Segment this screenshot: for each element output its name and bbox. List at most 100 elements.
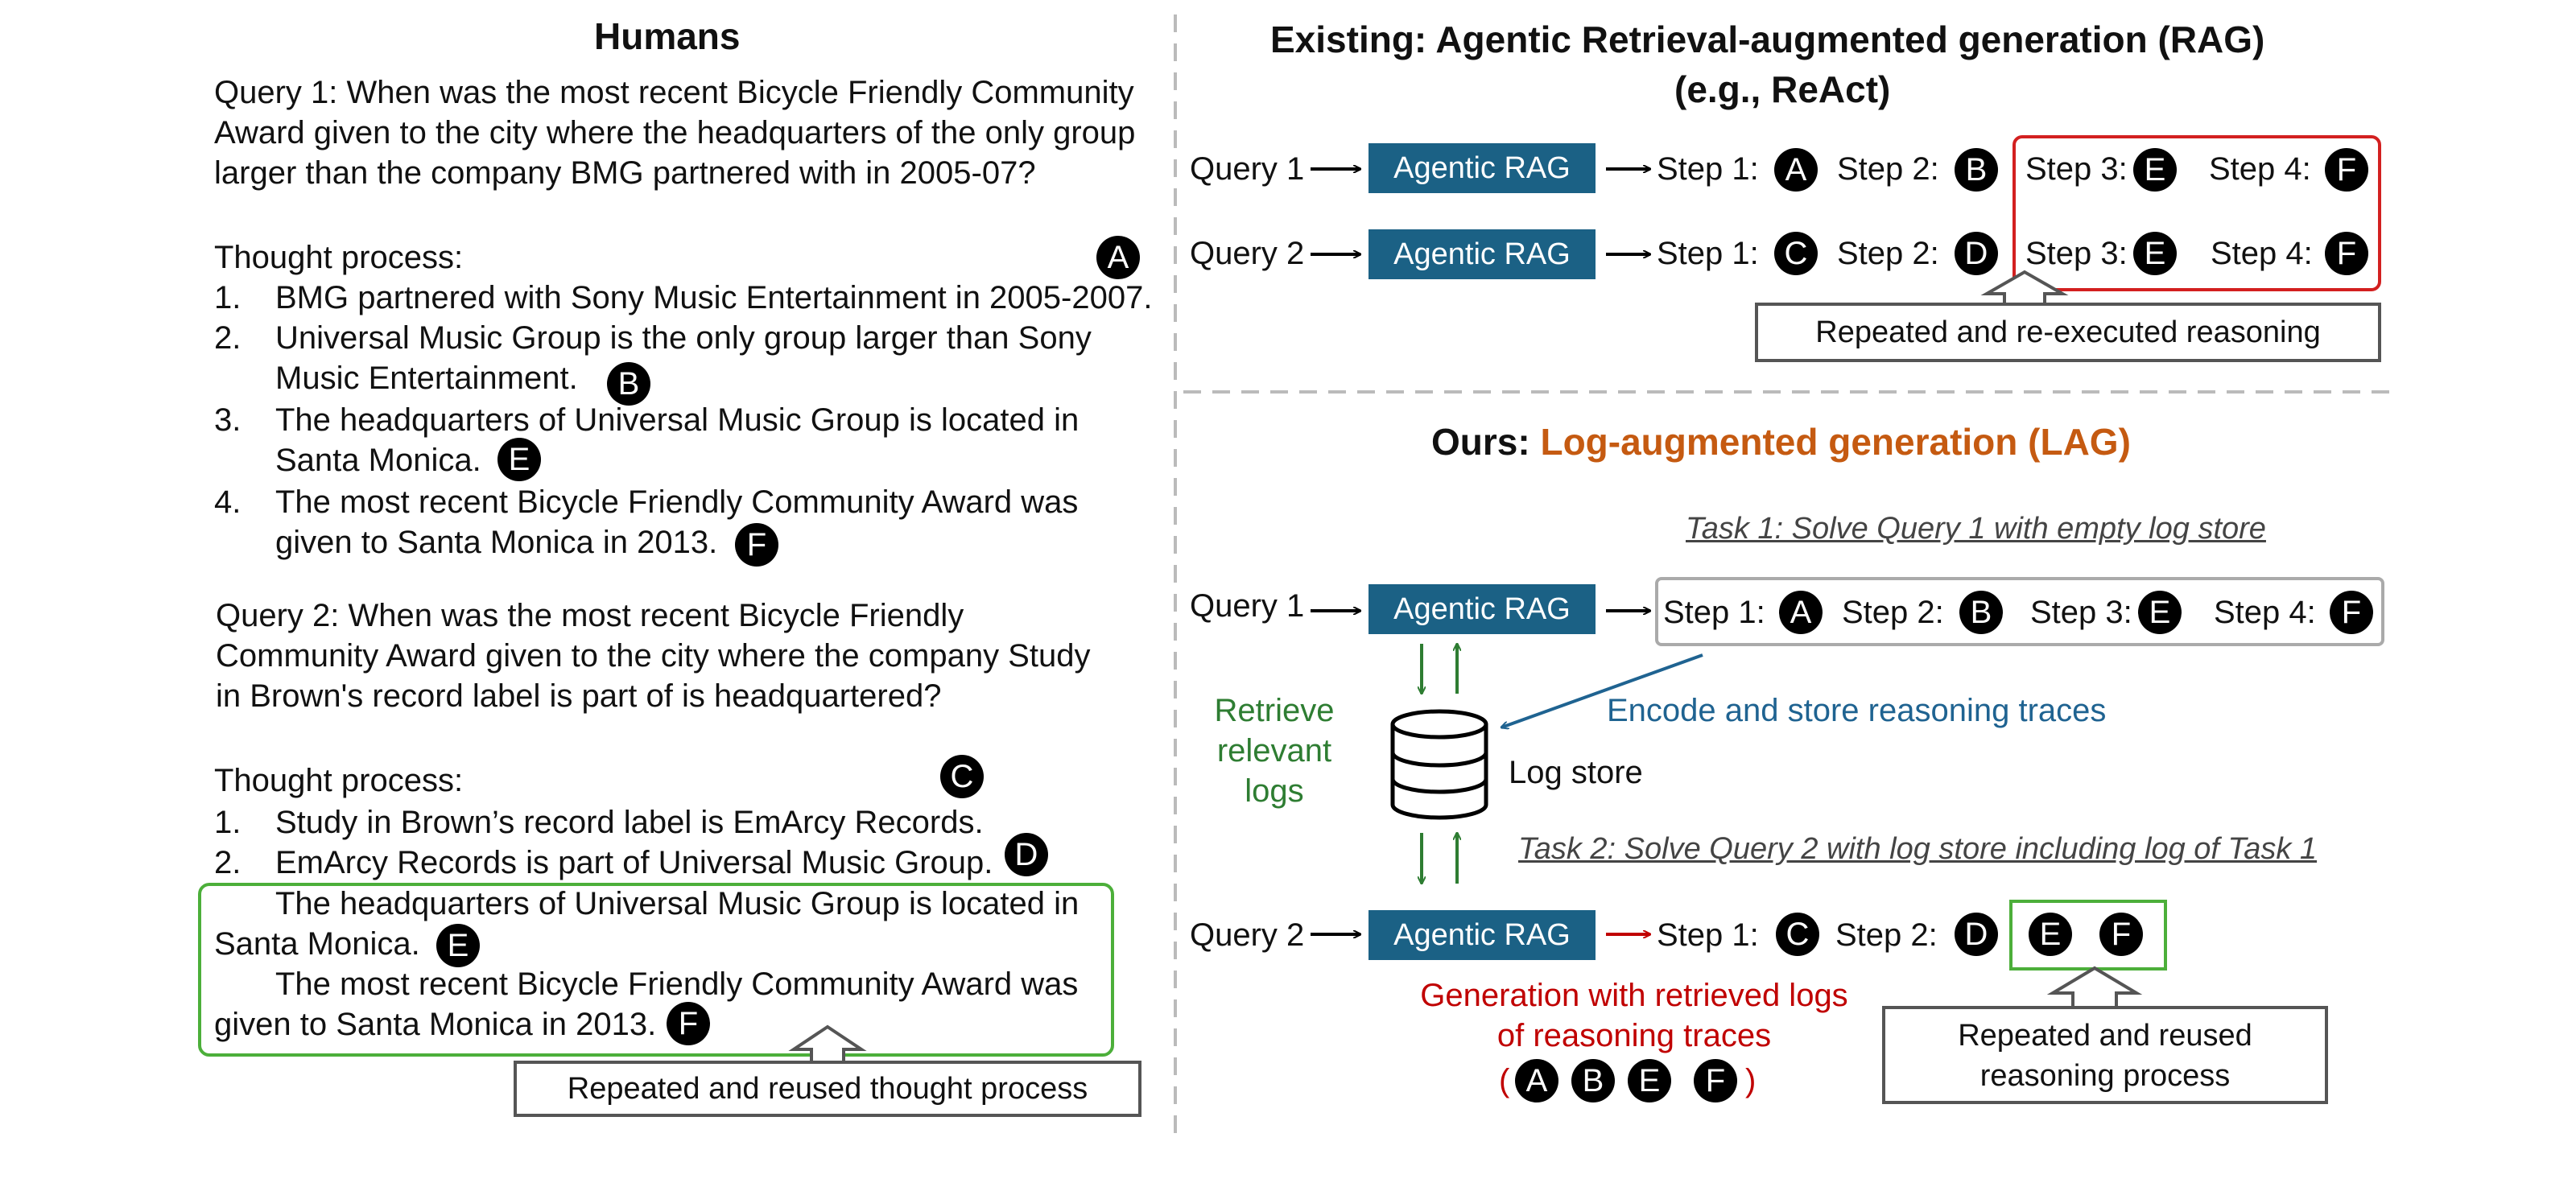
marker-e-ours-2: E bbox=[2029, 913, 2072, 956]
ours-title-prefix: Ours: bbox=[1431, 421, 1541, 463]
generation-line-1: Generation with retrieved logs bbox=[1420, 978, 1848, 1013]
ours-reused-box bbox=[2009, 900, 2167, 971]
left-reused-box bbox=[198, 883, 1114, 1057]
retrieve-line-1: Retrieve bbox=[1214, 693, 1335, 728]
existing-row1-step1: Step 1: bbox=[1657, 151, 1759, 187]
q2-step1-text: Study in Brown’s record label is EmArcy … bbox=[275, 805, 984, 840]
ours-row1-step3: Step 3: bbox=[2030, 595, 2132, 630]
marker-b-generation: B bbox=[1571, 1059, 1615, 1102]
existing-row1-step2: Step 2: bbox=[1837, 151, 1939, 187]
existing-row2-step2: Step 2: bbox=[1837, 236, 1939, 271]
q1-step2-text: Universal Music Group is the only group … bbox=[275, 320, 1092, 356]
encode-label: Encode and store reasoning traces bbox=[1607, 693, 2107, 728]
marker-c-existing: C bbox=[1774, 232, 1818, 275]
ours-title-highlight: Log-augmented generation (LAG) bbox=[1540, 421, 2131, 463]
q1-step3-text: The headquarters of Universal Music Grou… bbox=[275, 402, 1080, 438]
marker-f-generation: F bbox=[1694, 1059, 1737, 1102]
left-callout-box: Repeated and reused thought process bbox=[514, 1061, 1141, 1117]
marker-d-ours: D bbox=[1955, 913, 1998, 956]
q1-step4-text2: given to Santa Monica in 2013. bbox=[275, 525, 718, 560]
left-callout-arrow bbox=[788, 1024, 867, 1062]
ours-callout-line-1: Repeated and reused bbox=[1958, 1019, 2252, 1053]
q2-step2-text: EmArcy Records is part of Universal Musi… bbox=[275, 845, 993, 880]
q2-reused-line-1: The headquarters of Universal Music Grou… bbox=[275, 886, 1080, 921]
marker-b-existing: B bbox=[1955, 148, 1998, 192]
marker-e-left-1: E bbox=[497, 438, 541, 481]
ours-callout-line-2: reasoning process bbox=[1979, 1059, 2231, 1093]
marker-f-left-1: F bbox=[735, 523, 778, 567]
q1-step2-num: 2. bbox=[214, 320, 242, 356]
existing-callout-arrow bbox=[1980, 270, 2069, 304]
arrow-encode bbox=[1501, 653, 1703, 727]
marker-a-existing: A bbox=[1774, 148, 1818, 192]
ours-query1-label: Query 1 bbox=[1190, 588, 1305, 624]
thought-label-2: Thought process: bbox=[214, 763, 464, 798]
retrieve-line-2: relevant bbox=[1216, 733, 1332, 769]
query1-line-2: Award given to the city where the headqu… bbox=[214, 115, 1136, 150]
ours-callout-arrow bbox=[2046, 966, 2143, 1008]
marker-b-left: B bbox=[607, 362, 650, 406]
marker-f-ours-1: F bbox=[2330, 591, 2373, 634]
existing-rag-block-2: Agentic RAG bbox=[1368, 229, 1596, 279]
query2-line-2: Community Award given to the city where … bbox=[216, 638, 1091, 674]
marker-f-existing-2: F bbox=[2325, 232, 2368, 275]
marker-a-left: A bbox=[1096, 236, 1140, 279]
marker-d-existing: D bbox=[1955, 232, 1998, 275]
existing-row1-step3: Step 3: bbox=[2025, 151, 2128, 187]
marker-d-left: D bbox=[1005, 833, 1048, 876]
q2-reused-line-2: Santa Monica. bbox=[214, 926, 420, 962]
marker-e-left-2: E bbox=[436, 924, 480, 967]
existing-rag-block-1: Agentic RAG bbox=[1368, 143, 1596, 193]
ours-callout-box: Repeated and reused reasoning process bbox=[1882, 1006, 2328, 1104]
q1-step2-text2: Music Entertainment. bbox=[275, 361, 578, 396]
query2-line-3: in Brown's record label is part of is he… bbox=[216, 678, 942, 714]
query1-line-3: larger than the company BMG partnered wi… bbox=[214, 155, 1036, 191]
q2-reused-line-3: The most recent Bicycle Friendly Communi… bbox=[275, 966, 1079, 1002]
q1-step1-text: BMG partnered with Sony Music Entertainm… bbox=[275, 280, 1153, 315]
generation-paren-open: ( bbox=[1499, 1063, 1510, 1098]
marker-a-ours: A bbox=[1779, 591, 1823, 634]
existing-query1-label: Query 1 bbox=[1190, 151, 1305, 187]
ours-row2-step1: Step 1: bbox=[1657, 917, 1759, 953]
q1-step4-text: The most recent Bicycle Friendly Communi… bbox=[275, 484, 1079, 520]
ours-rag-block-2: Agentic RAG bbox=[1368, 910, 1596, 960]
ours-rag-block-1: Agentic RAG bbox=[1368, 584, 1596, 634]
existing-row2-step1: Step 1: bbox=[1657, 236, 1759, 271]
marker-b-ours: B bbox=[1959, 591, 2003, 634]
q1-step1-num: 1. bbox=[214, 280, 242, 315]
existing-row2-step4: Step 4: bbox=[2211, 236, 2313, 271]
ours-task1-label: Task 1: Solve Query 1 with empty log sto… bbox=[1686, 512, 2266, 546]
marker-e-ours-1: E bbox=[2138, 591, 2182, 634]
existing-query2-label: Query 2 bbox=[1190, 236, 1305, 271]
q2-reused-line-4: given to Santa Monica in 2013. bbox=[214, 1007, 657, 1042]
thought-label-1: Thought process: bbox=[214, 240, 464, 275]
marker-e-generation: E bbox=[1628, 1059, 1671, 1102]
ours-row1-step2: Step 2: bbox=[1842, 595, 1944, 630]
marker-f-existing-1: F bbox=[2325, 148, 2368, 192]
marker-c-left: C bbox=[940, 755, 984, 798]
ours-row1-step1: Step 1: bbox=[1663, 595, 1765, 630]
q2-step2-num: 2. bbox=[214, 845, 242, 880]
existing-row2-step3: Step 3: bbox=[2025, 236, 2128, 271]
marker-e-existing-2: E bbox=[2133, 232, 2177, 275]
ours-task1-steps-box bbox=[1655, 577, 2384, 646]
ours-row1-step4: Step 4: bbox=[2214, 595, 2316, 630]
marker-a-generation: A bbox=[1515, 1059, 1558, 1102]
marker-c-ours: C bbox=[1776, 913, 1819, 956]
q1-step3-text2: Santa Monica. bbox=[275, 443, 481, 478]
existing-title-line2: (e.g., ReAct) bbox=[1674, 68, 1891, 110]
ours-title: Ours: Log-augmented generation (LAG) bbox=[1431, 420, 2131, 464]
marker-f-left-2: F bbox=[667, 1002, 710, 1045]
existing-callout-box: Repeated and re-executed reasoning bbox=[1755, 303, 2381, 362]
existing-repeated-box bbox=[2013, 135, 2381, 291]
ours-task2-label: Task 2: Solve Query 2 with log store inc… bbox=[1518, 832, 2318, 866]
ours-row2-step2: Step 2: bbox=[1835, 917, 1938, 953]
marker-e-existing-1: E bbox=[2133, 148, 2177, 192]
q1-step3-num: 3. bbox=[214, 402, 242, 438]
q1-step4-num: 4. bbox=[214, 484, 242, 520]
query1-line-1: Query 1: When was the most recent Bicycl… bbox=[214, 75, 1134, 110]
existing-row1-step4: Step 4: bbox=[2209, 151, 2311, 187]
retrieve-line-3: logs bbox=[1245, 773, 1304, 809]
generation-paren-close: ) bbox=[1745, 1063, 1757, 1098]
